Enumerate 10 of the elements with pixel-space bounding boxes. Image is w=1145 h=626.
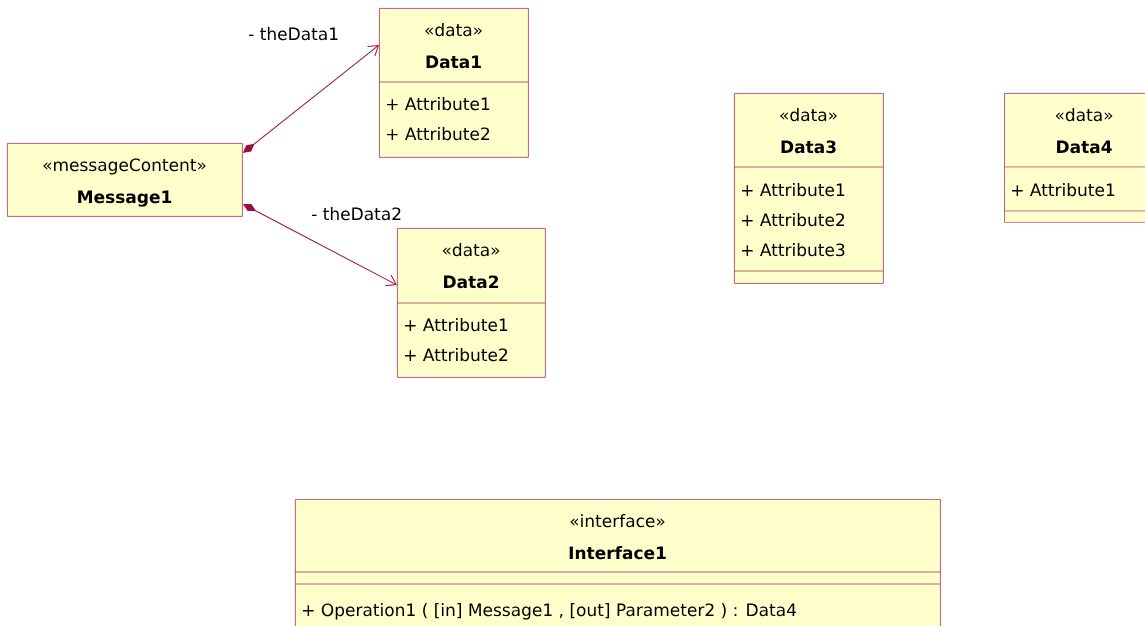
class-box: «data» Data2 + Attribute1 + Attribute2 [396, 228, 546, 378]
class-box: «messageContent» Message1 [7, 143, 243, 217]
edge-label: - theData2 [310, 206, 404, 222]
composition-arrow [243, 45, 379, 153]
class-box: «data» Data4 + Attribute1 [1003, 93, 1145, 223]
composition-arrow [243, 203, 397, 287]
class-box: «data» Data1 + Attribute1 + Attribute2 [378, 8, 529, 158]
class-box: «interface» Interface1 + Operation1 ( [in] Message1 , [out] Parameter2 ) : Data4 [294, 499, 941, 626]
class-box: «data» Data3 + Attribute1 + Attribute2 + Attribute3 [733, 93, 884, 284]
edge-label: - theData1 [247, 26, 341, 42]
